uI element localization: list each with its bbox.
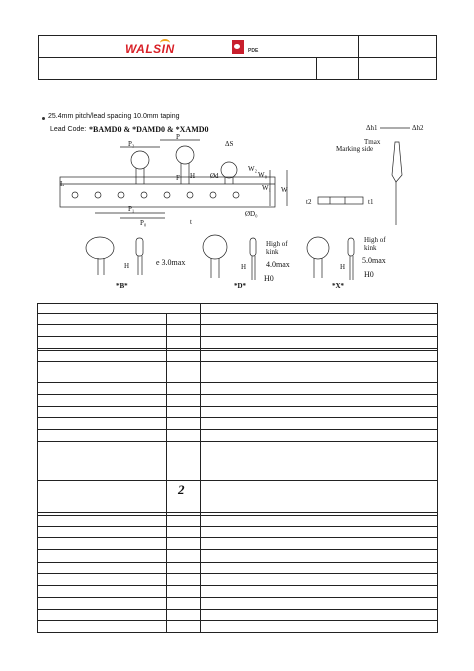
table-glyph: 2 <box>178 482 185 497</box>
variant-d-h0: H0 <box>264 274 274 283</box>
label-p2: P₂ <box>128 140 135 148</box>
component-side-view <box>391 141 403 183</box>
label-h: H <box>190 172 196 180</box>
variant-x-kink: High of kink <box>364 236 386 252</box>
table-row-rule <box>37 429 438 430</box>
pde-logo-text: PDE <box>248 48 259 54</box>
label-delta-h1: Δh1 <box>366 124 378 132</box>
label-f: F <box>176 174 180 182</box>
label-p0: P₀ <box>140 219 147 227</box>
variant-d-kink: High of kink <box>266 240 288 256</box>
pitch-spec: 25.4mm pitch/lead spacing 10.0mm taping <box>48 113 180 120</box>
label-d: Ød <box>210 172 219 180</box>
table-row-rule <box>37 609 438 610</box>
pde-logo-mark <box>234 44 240 49</box>
variant-d-h: H <box>241 263 247 271</box>
variant-x-code: *X* <box>332 282 345 290</box>
walsin-logo-swoosh <box>160 39 170 47</box>
label-w: W <box>281 186 288 194</box>
table-row-rule <box>37 515 438 516</box>
label-w1: W₁ <box>262 184 272 192</box>
table-row-rule <box>37 620 438 621</box>
variant-x-kink-val: 5.0max <box>362 256 386 265</box>
label-l: L <box>60 180 65 188</box>
variant-d-code: *D* <box>234 282 247 290</box>
label-t: t <box>190 218 192 226</box>
header-col-divider-2 <box>316 57 317 80</box>
table-row-rule <box>37 382 438 383</box>
table-header-rule <box>37 313 438 314</box>
label-tmax: Tmax <box>364 138 381 146</box>
table-row-rule <box>37 417 438 418</box>
lead-code-values: *BAMD0 & *DAMD0 & *XAMD0 <box>89 125 209 134</box>
header-divider <box>38 57 437 58</box>
tape-side-view <box>317 196 364 205</box>
table-row-rule <box>37 348 438 349</box>
table-row-rule <box>37 336 438 337</box>
table-row-rule <box>37 394 438 395</box>
table-row-rule <box>37 406 438 407</box>
variant-b-code: *B* <box>116 282 128 290</box>
label-delta-s: ΔS <box>225 140 234 148</box>
carrier-tape <box>59 176 276 208</box>
spec-table <box>37 303 438 633</box>
label-p1: P₁ <box>128 205 135 213</box>
table-row-rule <box>37 549 438 550</box>
variant-b-h: H <box>124 262 130 270</box>
variant-b-drawing <box>85 236 144 275</box>
label-w2: W₂ <box>248 165 258 173</box>
table-col-divider-1 <box>166 313 167 633</box>
bullet-dot <box>42 117 45 120</box>
table-row-rule <box>37 361 438 362</box>
variant-b-e: e 3.0max <box>156 258 186 267</box>
variant-d-drawing <box>202 234 257 280</box>
label-w0: W₀ <box>258 171 268 179</box>
table-row-rule <box>37 512 438 513</box>
table-row-rule <box>37 562 438 563</box>
variant-x-h: H <box>340 263 346 271</box>
table-col-divider-2 <box>200 303 201 633</box>
label-marking-side: Marking side <box>336 145 374 153</box>
capacitor-bodies <box>130 145 238 184</box>
variant-d-kink-val: 4.0max <box>266 260 290 269</box>
table-row-rule <box>37 324 438 325</box>
variant-x-drawing <box>306 236 355 280</box>
table-row-rule <box>37 573 438 574</box>
variant-x-h0: H0 <box>364 270 374 279</box>
label-t2: t2 <box>306 198 312 206</box>
table-row-rule <box>37 350 438 351</box>
table-row-rule <box>37 585 438 586</box>
table-row-rule <box>37 526 438 527</box>
table-row-rule <box>37 480 438 481</box>
taping-diagram <box>59 127 410 280</box>
sprocket-holes <box>71 191 240 199</box>
label-delta-h2: Δh2 <box>412 124 424 132</box>
label-p: P <box>176 133 180 141</box>
table-row-rule <box>37 537 438 538</box>
table-row-rule <box>37 441 438 442</box>
header-col-divider-1 <box>358 35 359 80</box>
lead-code-label: Lead Code: <box>50 126 87 133</box>
label-t1: t1 <box>368 198 374 206</box>
table-row-rule <box>37 597 438 598</box>
label-d0: ØD₀ <box>245 210 258 218</box>
